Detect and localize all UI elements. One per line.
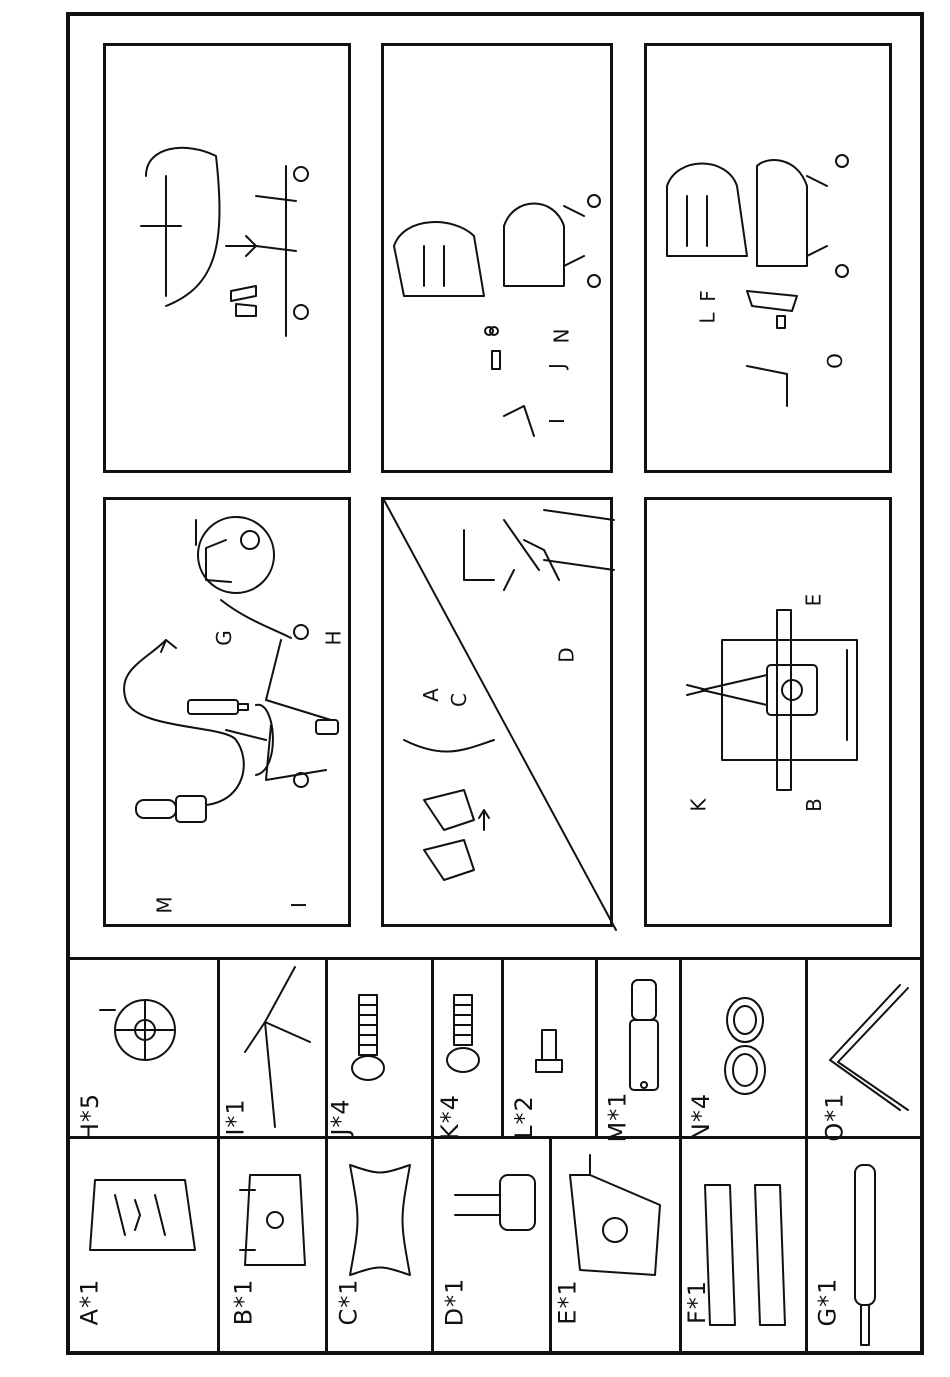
callout-h: H: [324, 630, 344, 645]
parts-divider: [549, 1136, 552, 1355]
step-panel-2: A C D: [381, 497, 613, 927]
part-label-a: A*1: [77, 1279, 101, 1326]
step-panel-1: M I G H: [103, 497, 351, 927]
parts-divider: [805, 957, 808, 1355]
parts-grid-middle-border: [66, 1136, 924, 1139]
part-label-g: G*1: [815, 1278, 839, 1327]
allen-key-icon: [820, 980, 920, 1120]
gas-lift-cover-icon: [620, 975, 670, 1105]
parts-grid-top-border: [66, 957, 924, 960]
step-panel-4: [103, 43, 351, 473]
parts-divider: [325, 957, 328, 1355]
part-label-j: J*4: [329, 1098, 353, 1135]
parts-divider: [501, 957, 504, 1137]
parts-divider: [679, 957, 682, 1355]
part-label-h: H*5: [78, 1093, 102, 1141]
callout-i: I: [547, 418, 567, 424]
part-label-n: N*4: [689, 1093, 713, 1141]
callout-j: J: [547, 363, 567, 369]
bolt-icon: [440, 990, 490, 1090]
tilt-mechanism-icon: [560, 1165, 670, 1285]
side-covers-illustration: [647, 46, 895, 476]
callout-f: F: [698, 290, 718, 302]
callout-k: K: [689, 798, 709, 811]
callout-g: G: [214, 630, 234, 646]
callout-a: A: [421, 688, 441, 702]
long-bolt-icon: [345, 990, 395, 1090]
part-label-l: L*2: [512, 1095, 536, 1139]
part-label-k: K*4: [438, 1094, 462, 1140]
callout-o: O: [825, 353, 845, 369]
seat-onto-base-illustration: [106, 46, 354, 476]
base-assembly-illustration: [106, 500, 354, 930]
parts-divider: [595, 957, 598, 1137]
short-bolt-icon: [530, 1025, 570, 1085]
callout-d: D: [557, 647, 577, 662]
parts-divider: [431, 957, 434, 1355]
part-label-d: D*1: [442, 1278, 466, 1327]
callout-l: L: [698, 312, 718, 323]
star-base-icon: [235, 962, 315, 1132]
part-label-c: C*1: [337, 1278, 361, 1325]
callout-i: I: [289, 902, 309, 908]
seat-with-armrests-icon: [235, 1165, 315, 1275]
callout-m: M: [155, 896, 175, 913]
callout-c: C: [449, 693, 469, 707]
side-covers-icon: [695, 1175, 795, 1335]
washer-icon: [715, 995, 785, 1105]
pillow-attach-illustration: [384, 500, 616, 930]
step-panel-3: K B E: [644, 497, 892, 927]
gas-lift-icon: [845, 1160, 885, 1350]
parts-divider: [217, 957, 220, 1355]
callout-e: E: [803, 594, 823, 607]
caster-wheel-icon: [95, 985, 205, 1085]
seat-back-icon: [85, 1170, 205, 1260]
lumbar-pillow-icon: [345, 1160, 415, 1280]
part-label-b: B*1: [231, 1279, 255, 1326]
callout-n: N: [551, 329, 571, 344]
step-panel-6: O L F: [644, 43, 892, 473]
step-panel-5: I J N: [381, 43, 613, 473]
mechanism-attach-illustration: [647, 500, 895, 930]
part-label-e: E*1: [556, 1279, 580, 1324]
callout-b: B: [804, 798, 824, 812]
back-to-seat-illustration: [384, 46, 616, 476]
headrest-pillow-icon: [445, 1170, 540, 1270]
